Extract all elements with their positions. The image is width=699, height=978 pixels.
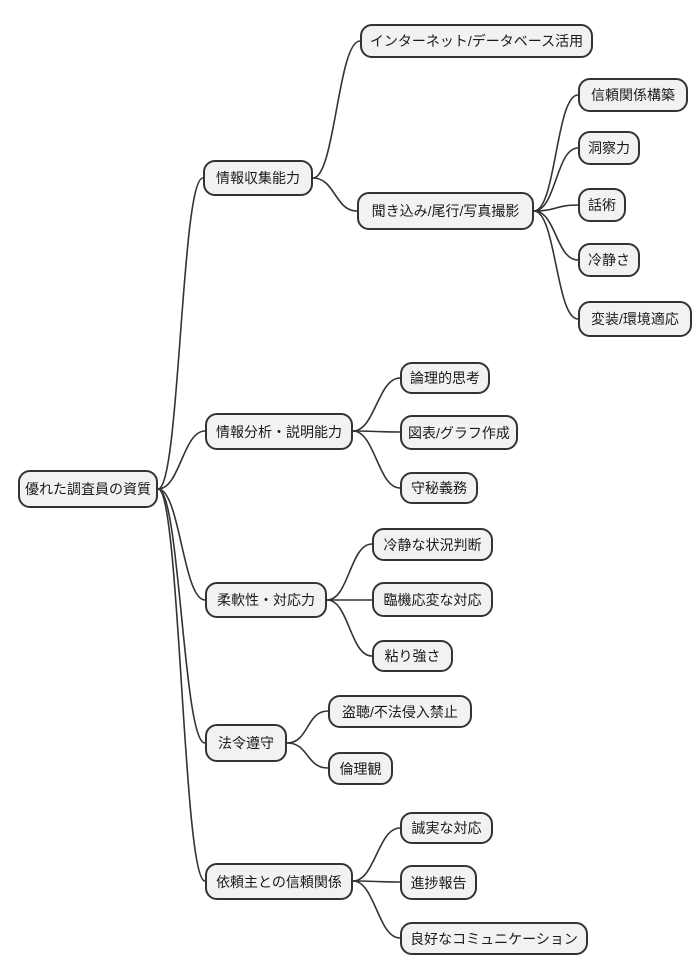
edge-root-to-flexibility [157, 488, 206, 601]
edge-gathering-to-interview-tailing [312, 177, 358, 212]
node-ethics: 倫理観 [328, 752, 393, 785]
node-trust-building: 信頼関係構築 [578, 78, 688, 112]
node-information-gathering: 情報収集能力 [203, 160, 313, 196]
node-adaptive-response: 臨機応変な対応 [372, 582, 493, 617]
edge-legal-to-ethics [286, 742, 329, 769]
node-interview-tailing-photography: 聞き込み/尾行/写真撮影 [357, 192, 534, 230]
node-flexibility-responsiveness: 柔軟性・対応力 [205, 582, 327, 618]
node-analysis-explanation: 情報分析・説明能力 [205, 413, 353, 450]
node-good-communication: 良好なコミュニケーション [400, 922, 588, 955]
edge-analysis-to-confidentiality [352, 430, 401, 489]
node-conversation-skill: 話術 [578, 188, 626, 222]
node-legal-compliance: 法令遵守 [205, 724, 287, 762]
node-logical-thinking: 論理的思考 [400, 362, 490, 394]
node-disguise-adaptation: 変装/環境適応 [578, 301, 692, 337]
edge-flexibility-to-calm-judgment [326, 543, 373, 601]
edge-root-to-legal-compliance [157, 488, 206, 744]
edge-client-to-sincere-response [352, 827, 401, 882]
node-no-wiretapping-trespassing: 盗聴/不法侵入禁止 [328, 695, 472, 728]
node-root: 優れた調査員の資質 [18, 470, 158, 508]
edge-client-to-progress-reporting [352, 880, 401, 883]
edge-interview-to-trust-building [533, 94, 579, 212]
node-calm-judgment: 冷静な状況判断 [372, 528, 493, 561]
node-persistence: 粘り強さ [372, 640, 453, 672]
edge-interview-to-disguise [533, 210, 579, 320]
edge-analysis-to-logical-thinking [352, 377, 401, 432]
node-sincere-response: 誠実な対応 [400, 812, 493, 844]
node-insight: 洞察力 [578, 131, 640, 165]
node-internet-database: インターネット/データベース活用 [360, 24, 593, 58]
edge-legal-to-no-wiretapping [286, 710, 329, 744]
node-progress-reporting: 進捗報告 [400, 865, 477, 900]
edge-root-to-analysis-explanation [157, 430, 206, 490]
edge-gathering-to-internet-database [312, 40, 361, 179]
edge-client-to-good-communication [352, 880, 401, 939]
edge-root-to-client-trust [157, 488, 206, 882]
edge-interview-to-composure [533, 210, 579, 261]
node-confidentiality: 守秘義務 [400, 472, 478, 504]
edge-interview-to-conversation-skill [533, 204, 579, 212]
node-composure: 冷静さ [578, 243, 640, 277]
edge-interview-to-insight [533, 147, 579, 212]
edge-flexibility-to-persistence [326, 599, 373, 657]
node-client-trust: 依頼主との信頼関係 [205, 863, 353, 900]
edge-analysis-to-chart-graph [352, 430, 401, 433]
edge-root-to-information-gathering [157, 177, 204, 490]
node-chart-graph-creation: 図表/グラフ作成 [400, 415, 518, 450]
